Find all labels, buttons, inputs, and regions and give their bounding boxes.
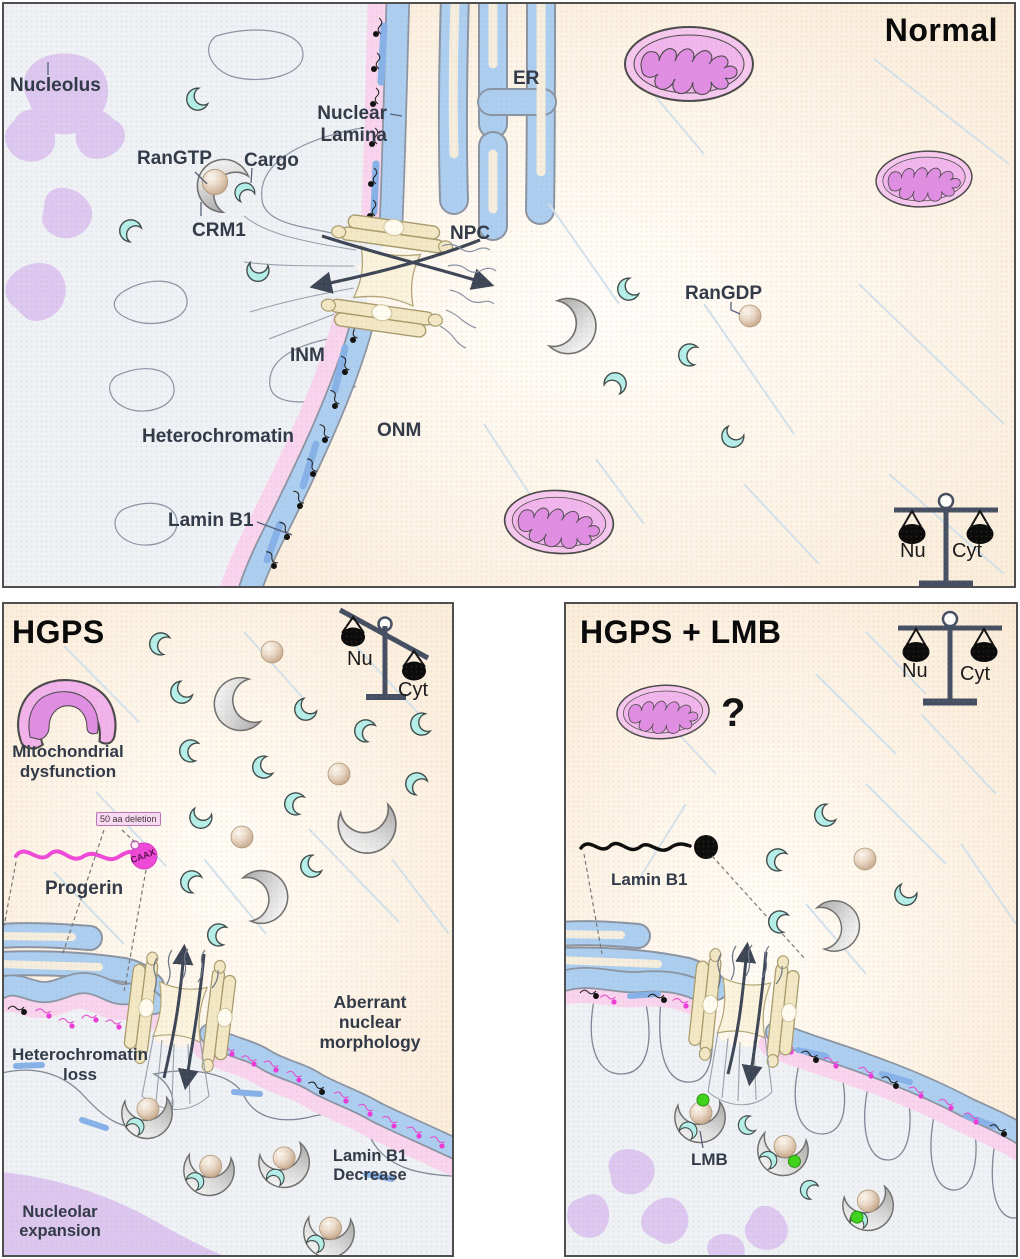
cytoskeleton-lines	[635, 631, 1016, 975]
lmb-green-dot-icon	[787, 1154, 801, 1168]
cargo-crescent-icons	[145, 629, 432, 948]
question-mark: ?	[721, 691, 746, 735]
label-nucleolus: Nucleolus	[10, 75, 101, 96]
label-onm: ONM	[377, 420, 422, 441]
crm1-crescent-icon	[547, 295, 602, 359]
pore-funnel-lines	[141, 1033, 210, 1110]
lamin-b1-segments	[13, 1062, 395, 1182]
chromatin-loops	[109, 29, 388, 546]
nucleus	[4, 985, 452, 1255]
ran-sphere-icon	[853, 847, 877, 871]
label-lamin-b1: Lamin B1	[168, 510, 254, 531]
mitochondrion-icon	[614, 682, 712, 742]
label-npc: NPC	[450, 223, 491, 244]
er-tubules	[437, 4, 557, 241]
label-progerin: Progerin	[45, 878, 124, 899]
label-nuclear-lamina: Nuclear Lamina	[317, 103, 387, 146]
panel-title: HGPS	[12, 614, 105, 650]
mitochondrion-icon	[502, 486, 616, 558]
label-cargo: Cargo	[244, 150, 299, 171]
hgps-artwork	[4, 607, 452, 1255]
lamin-b1-molecule	[579, 835, 718, 859]
label-lamin-b1: Lamin B1	[611, 870, 688, 889]
progerin-molecule	[14, 840, 158, 870]
mitochondrion-icon	[624, 26, 754, 102]
balance-label-nu: Nu	[900, 540, 926, 562]
label-aberrant-morphology: Aberrant nuclear morphology	[319, 992, 421, 1053]
balance-scale-tilted-icon	[338, 607, 430, 700]
label-ran-gdp: RanGDP	[685, 283, 763, 304]
lmb-bound-complexes	[674, 1093, 900, 1237]
label-inm: INM	[290, 345, 325, 366]
label-mitochondrial-dysfunction: Mitochondrial dysfunction	[12, 742, 124, 781]
label-heterochromatin: Heterochromatin	[142, 426, 295, 447]
npc-filaments	[717, 944, 783, 989]
damaged-mitochondrion-icon	[17, 679, 117, 750]
label-pointer-line	[699, 1130, 704, 1149]
label-crm1: CRM1	[192, 220, 246, 241]
panel-hgps-lmb: HGPS + LMB Nu Cyt ? Lamin B1 LMB	[564, 602, 1018, 1257]
cytoskeleton-lines	[483, 58, 1010, 575]
panel-title: HGPS + LMB	[580, 614, 782, 650]
lmb-green-dot-icon	[850, 1210, 864, 1224]
nucleus	[566, 977, 1016, 1255]
lamin-b1-dashed-lines	[583, 853, 807, 961]
ran-gdp-sphere-icon	[738, 304, 762, 328]
panel-normal: Normal Nucleolus RanGTP Cargo CRM1 Nucle…	[2, 2, 1016, 588]
panel-hgps: HGPS Nu Cyt Mitochondrial dysfunction 50…	[2, 602, 454, 1257]
label-pointer-lines	[47, 62, 741, 536]
progerin-dashed-lines	[4, 829, 147, 993]
normal-artwork	[4, 4, 1010, 586]
farnesyl-dot-icon	[130, 840, 140, 850]
npc-filaments	[153, 948, 219, 993]
label-ran-gtp: RanGTP	[137, 148, 212, 169]
balance-label-nu: Nu	[902, 660, 928, 682]
transport-arrows	[726, 941, 768, 1087]
label-lmb: LMB	[691, 1150, 728, 1169]
label-heterochromatin-loss: Heterochromatin loss	[11, 1045, 149, 1084]
mitochondrion-icon	[873, 147, 975, 211]
balance-scale-icon	[894, 494, 998, 584]
deletion-annotation-box: 50 aa deletion	[96, 812, 161, 826]
lmb-green-dot-icon	[696, 1093, 710, 1107]
label-nucleolar-expansion: Nucleolar expansion	[19, 1203, 101, 1240]
ran-sphere-icons	[230, 640, 351, 849]
balance-label-nu: Nu	[347, 648, 373, 670]
balance-label-cyt: Cyt	[952, 540, 982, 562]
hgps-lmb-artwork	[566, 604, 1016, 1255]
balance-label-cyt: Cyt	[398, 679, 428, 701]
nuclear-envelope	[220, 4, 411, 586]
label-lamin-b1-decrease: Lamin B1 Decrease	[332, 1147, 408, 1184]
label-er: ER	[513, 68, 540, 89]
panel-title: Normal	[884, 12, 998, 48]
balance-label-cyt: Cyt	[960, 663, 990, 685]
nucleolus-expanded	[4, 1172, 222, 1255]
balance-scale-icon	[898, 612, 1002, 702]
npc-filaments	[439, 243, 497, 349]
